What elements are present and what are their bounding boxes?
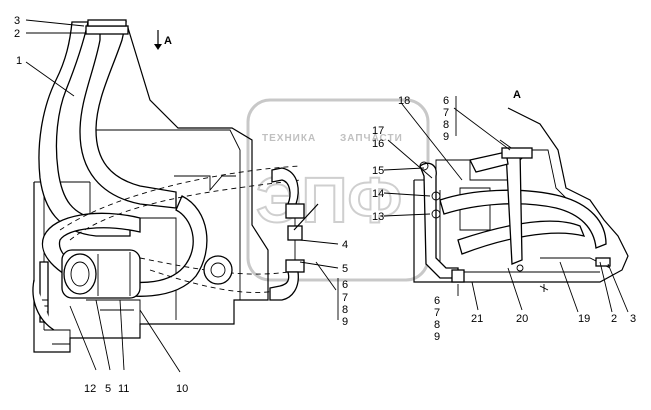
callout-20: 20 — [516, 313, 528, 325]
callout-9-top: 9 — [443, 131, 449, 143]
callout-6-top: 6 — [443, 95, 449, 107]
right-leaders — [383, 96, 629, 313]
right-frame — [413, 107, 629, 283]
callout-14: 14 — [372, 188, 384, 200]
callout-2-left: 2 — [14, 28, 20, 40]
right-hose-vertical — [419, 162, 459, 279]
top-clamp — [85, 25, 129, 35]
right-hose-middle — [457, 220, 586, 255]
callout-13: 13 — [372, 211, 384, 223]
right-hose-riser — [505, 149, 523, 265]
callout-10: 10 — [176, 383, 188, 395]
left-assembly — [32, 19, 319, 353]
callout-11: 11 — [118, 383, 129, 395]
callout-19: 19 — [578, 313, 590, 325]
watermark: ТЕХНИКА ЗАПЧАСТИ ЭПФ — [246, 98, 430, 282]
lower-elbow — [269, 271, 299, 301]
callout-17: 17 — [372, 125, 384, 137]
callout-9-bottom: 9 — [434, 331, 440, 343]
right-bottom-clamp — [451, 269, 465, 283]
callout-8-left-stack: 8 — [342, 304, 348, 316]
callout-9-left-stack: 9 — [342, 316, 348, 328]
port-fitting — [203, 255, 233, 285]
left-leaders — [25, 19, 339, 373]
callout-5-right-of-valves: 5 — [342, 263, 348, 275]
watermark-text-2: ЗАПЧАСТИ — [340, 133, 403, 144]
right-assembly — [413, 107, 629, 292]
callout-7-bottom: 7 — [434, 307, 440, 319]
callout-5-bottom: 5 — [105, 383, 111, 395]
heater-hose-1 — [38, 21, 131, 237]
callout-8-bottom: 8 — [434, 319, 440, 331]
view-label-a-right: A — [513, 89, 521, 101]
callout-15: 15 — [372, 165, 384, 177]
callout-3-right: 3 — [630, 313, 636, 325]
callout-21: 21 — [471, 313, 483, 325]
callout-7-left-stack: 7 — [342, 292, 348, 304]
view-label-a-left: A — [164, 35, 172, 47]
callout-4: 4 — [342, 239, 348, 251]
heater-hose-2 — [79, 21, 177, 209]
callout-3-left: 3 — [14, 15, 20, 27]
callout-16: 16 — [372, 138, 384, 150]
right-top-clamp — [501, 147, 533, 159]
callout-18: 18 — [398, 95, 410, 107]
callout-1: 1 — [16, 55, 22, 67]
callout-12: 12 — [84, 383, 96, 395]
callout-2-right: 2 — [611, 313, 617, 325]
callout-6-bottom: 6 — [434, 295, 440, 307]
right-end-clamp — [595, 257, 611, 267]
valve-upper — [285, 203, 305, 219]
callout-8-top: 8 — [443, 119, 449, 131]
callout-7-top: 7 — [443, 107, 449, 119]
watermark-text-1: ТЕХНИКА — [262, 133, 316, 144]
callout-6-left-stack: 6 — [342, 279, 348, 291]
